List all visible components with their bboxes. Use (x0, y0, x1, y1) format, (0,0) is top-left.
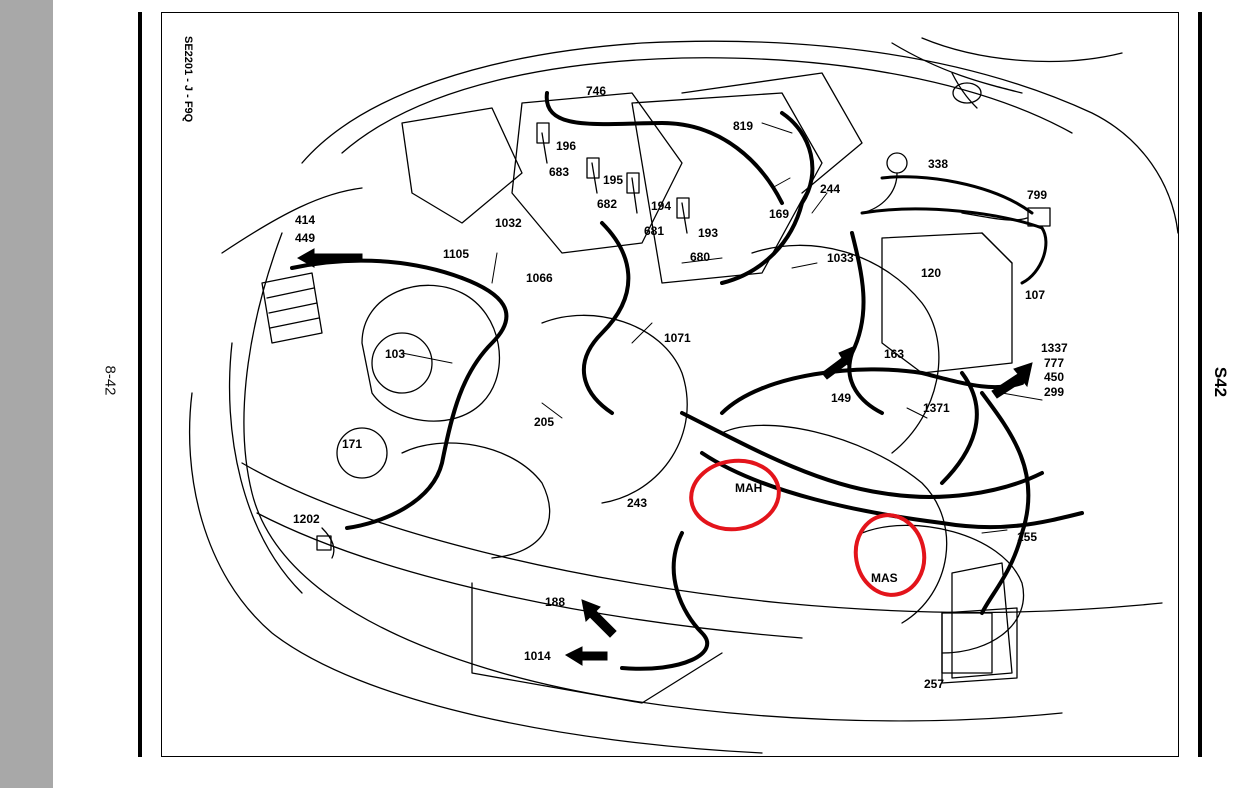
callout-149: 149 (831, 391, 852, 405)
callout-414: 414 (295, 213, 316, 227)
left-rule (138, 12, 142, 757)
callout-169: 169 (769, 207, 790, 221)
callout-1032: 1032 (495, 216, 522, 230)
callout-1014: 1014 (524, 649, 551, 663)
callout-449: 449 (295, 231, 316, 245)
callout-188: 188 (545, 595, 566, 609)
callout-155: 155 (1017, 530, 1038, 544)
callout-171: 171 (342, 437, 363, 451)
callout-338: 338 (928, 157, 949, 171)
callout-195: 195 (603, 173, 624, 187)
callout-196: 196 (556, 139, 577, 153)
callout-193: 193 (698, 226, 719, 240)
callout-819: 819 (733, 119, 754, 133)
callout-163: 163 (884, 347, 905, 361)
callout-1202: 1202 (293, 512, 320, 526)
callout-681: 681 (644, 224, 665, 238)
callout-107: 107 (1025, 288, 1046, 302)
callout-1033: 1033 (827, 251, 854, 265)
gray-margin (0, 0, 53, 788)
callout-682: 682 (597, 197, 618, 211)
ground-point-mas: MAS (871, 571, 898, 585)
callout-1371: 1371 (923, 401, 950, 415)
callout-120: 120 (921, 266, 942, 280)
ground-point-mah: MAH (735, 481, 763, 495)
callout-103: 103 (385, 347, 406, 361)
callout-683: 683 (549, 165, 570, 179)
page-number: 8-42 (101, 365, 119, 396)
callout-299: 299 (1044, 385, 1065, 399)
reference-code: SE2201 - J - F9Q (182, 36, 194, 123)
diagram-frame (161, 12, 1179, 757)
right-rule (1198, 12, 1202, 757)
callout-450: 450 (1044, 370, 1065, 384)
callout-746: 746 (586, 84, 607, 98)
callout-205: 205 (534, 415, 555, 429)
callout-243: 243 (627, 496, 648, 510)
callout-1071: 1071 (664, 331, 691, 345)
callout-1066: 1066 (526, 271, 553, 285)
callout-1105: 1105 (443, 247, 470, 261)
callout-1337: 1337 (1041, 341, 1068, 355)
callout-777: 777 (1044, 356, 1065, 370)
callout-680: 680 (690, 250, 711, 264)
engine-bay-drawing (188, 37, 1178, 754)
callout-244: 244 (820, 182, 841, 196)
callout-257: 257 (924, 677, 945, 691)
callout-799: 799 (1027, 188, 1048, 202)
callout-194: 194 (651, 199, 672, 213)
sheet-code: S42 (1211, 366, 1230, 398)
highlight-rings (689, 458, 927, 597)
